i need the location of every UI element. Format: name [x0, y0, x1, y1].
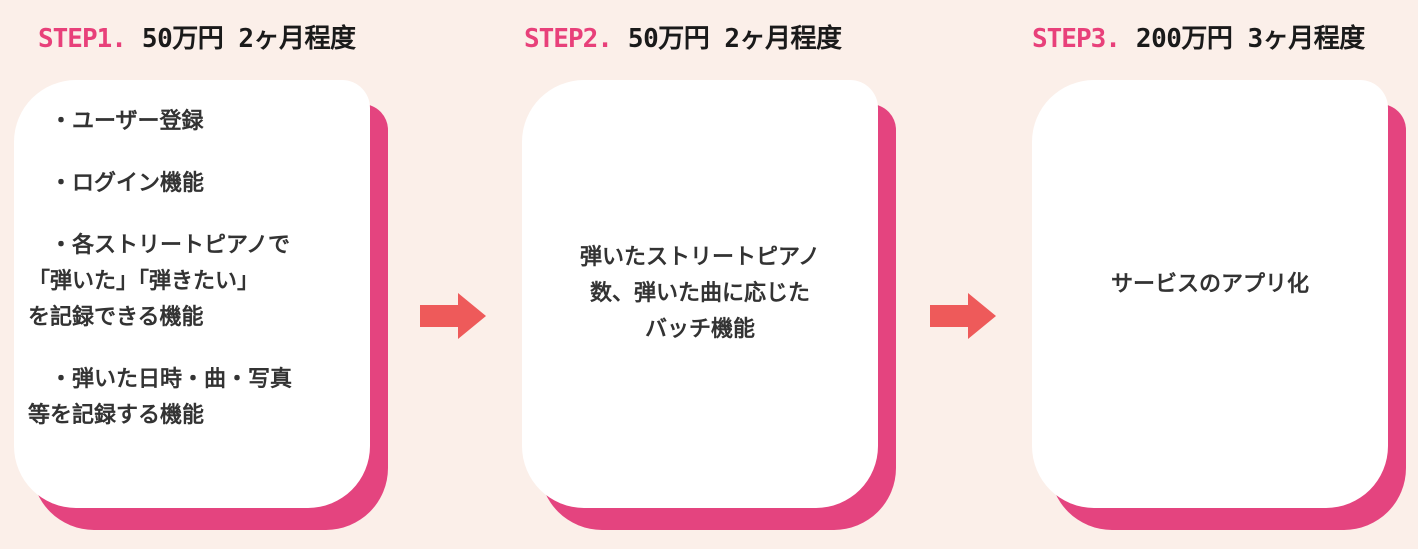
step1-item-line: ・各ストリートピアノで: [50, 233, 291, 258]
step3-card-wrapper: サービスのアプリ化: [1032, 80, 1406, 530]
step2-text: 弾いたストリートピアノ 数、弾いた曲に応じた バッチ機能: [580, 240, 820, 348]
step2-text-line: 弾いたストリートピアノ: [579, 245, 821, 270]
step1-card: ・ユーザー登録 ・ログイン機能 ・各ストリートピアノで 「弾いた」「弾きたい」 …: [14, 80, 370, 508]
step2-text-line: バッチ機能: [644, 317, 755, 342]
step2-header: STEP2. 50万円 2ヶ月程度: [524, 18, 842, 58]
right-arrow-icon: [420, 293, 486, 339]
step1-item-line: 「弾いた」「弾きたい」: [28, 269, 260, 294]
step2-card: 弾いたストリートピアノ 数、弾いた曲に応じた バッチ機能: [522, 80, 878, 508]
step1-header: STEP1. 50万円 2ヶ月程度: [38, 18, 356, 58]
step1-item-line: ・ユーザー登録: [50, 109, 204, 134]
step1-detail: 50万円 2ヶ月程度: [141, 24, 356, 54]
step3-header: STEP3. 200万円 3ヶ月程度: [1032, 18, 1365, 58]
step3-text-line: サービスのアプリ化: [1110, 272, 1309, 297]
step1-item-line: ・ログイン機能: [50, 171, 205, 196]
step2-label: STEP2.: [524, 24, 613, 54]
step2-text-line: 数、弾いた曲に応じた: [589, 281, 810, 306]
step1-label: STEP1.: [38, 24, 127, 54]
step1-item-play-record: ・弾いた日時・曲・写真 等を記録する機能: [28, 362, 350, 434]
right-arrow-icon: [930, 293, 996, 339]
step2-detail: 50万円 2ヶ月程度: [627, 24, 842, 54]
step1-item-login: ・ログイン機能: [50, 166, 350, 202]
step3-label: STEP3.: [1032, 24, 1121, 54]
step3-card: サービスのアプリ化: [1032, 80, 1388, 508]
step1-item-user-registration: ・ユーザー登録: [50, 104, 350, 140]
step1-item-piano-record: ・各ストリートピアノで 「弾いた」「弾きたい」 を記録できる機能: [28, 228, 350, 336]
step1-item-line: ・弾いた日時・曲・写真: [50, 367, 293, 392]
step3-text: サービスのアプリ化: [1111, 267, 1309, 303]
step2-card-wrapper: 弾いたストリートピアノ 数、弾いた曲に応じた バッチ機能: [522, 80, 896, 530]
step1-card-wrapper: ・ユーザー登録 ・ログイン機能 ・各ストリートピアノで 「弾いた」「弾きたい」 …: [14, 80, 388, 530]
step1-item-line: を記録できる機能: [28, 305, 204, 330]
step1-item-line: 等を記録する機能: [28, 403, 205, 428]
step3-detail: 200万円 3ヶ月程度: [1135, 24, 1365, 54]
